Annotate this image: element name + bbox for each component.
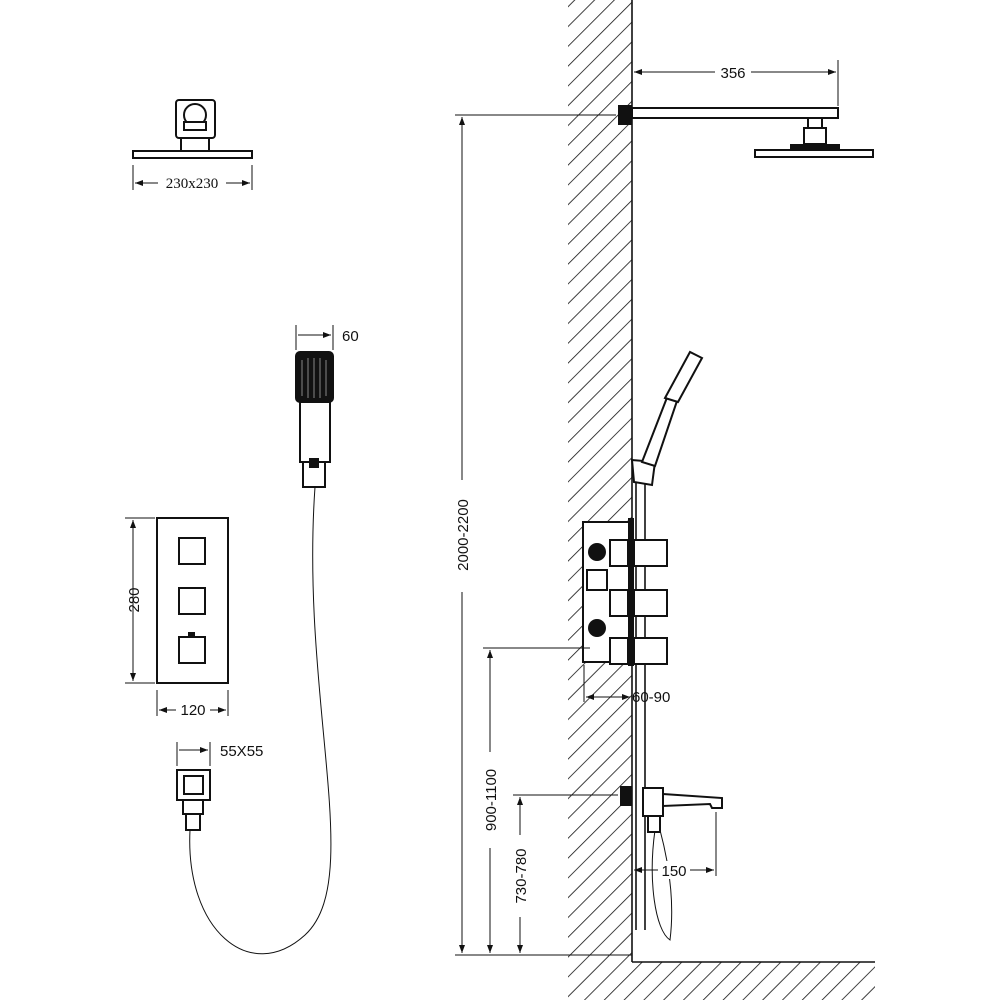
dim-valve-height: 280 <box>125 517 155 684</box>
dim-hand-shower-width: 60 <box>295 325 359 350</box>
mixer-valve-side-view <box>582 518 668 666</box>
dim-arm-length: 356 <box>631 60 839 106</box>
svg-text:120: 120 <box>180 702 205 719</box>
bath-spout-side-view <box>620 786 723 833</box>
wall-section <box>568 0 875 1000</box>
dim-outlet-size: 55X55 <box>176 742 263 766</box>
svg-text:55X55: 55X55 <box>220 743 263 760</box>
svg-text:60: 60 <box>342 328 359 345</box>
svg-text:356: 356 <box>720 65 745 82</box>
svg-text:730-780: 730-780 <box>513 848 530 903</box>
valve-plate-front-view <box>156 517 229 684</box>
svg-text:60-90: 60-90 <box>632 689 670 706</box>
dim-valve-mount-height: 900-1100 <box>482 647 590 953</box>
hand-shower-front-view <box>295 351 334 488</box>
dim-valve-depth: 60-90 <box>583 665 670 706</box>
overhead-shower-side-view <box>618 105 874 158</box>
wall-outlet-front-view <box>176 769 211 831</box>
svg-text:280: 280 <box>126 587 143 612</box>
svg-text:230x230: 230x230 <box>166 176 219 192</box>
dim-overhead-height: 2000-2200 <box>454 114 632 956</box>
dim-spout-height: 730-780 <box>512 794 618 953</box>
svg-text:150: 150 <box>661 863 686 880</box>
hose <box>189 486 332 955</box>
dim-valve-width: 120 <box>156 690 229 719</box>
overhead-shower-front-view <box>132 99 253 159</box>
svg-text:2000-2200: 2000-2200 <box>455 499 472 571</box>
dim-overhead-size: 230x230 <box>132 165 253 192</box>
dim-spout-length: 150 <box>634 812 717 880</box>
svg-text:900-1100: 900-1100 <box>483 769 500 831</box>
